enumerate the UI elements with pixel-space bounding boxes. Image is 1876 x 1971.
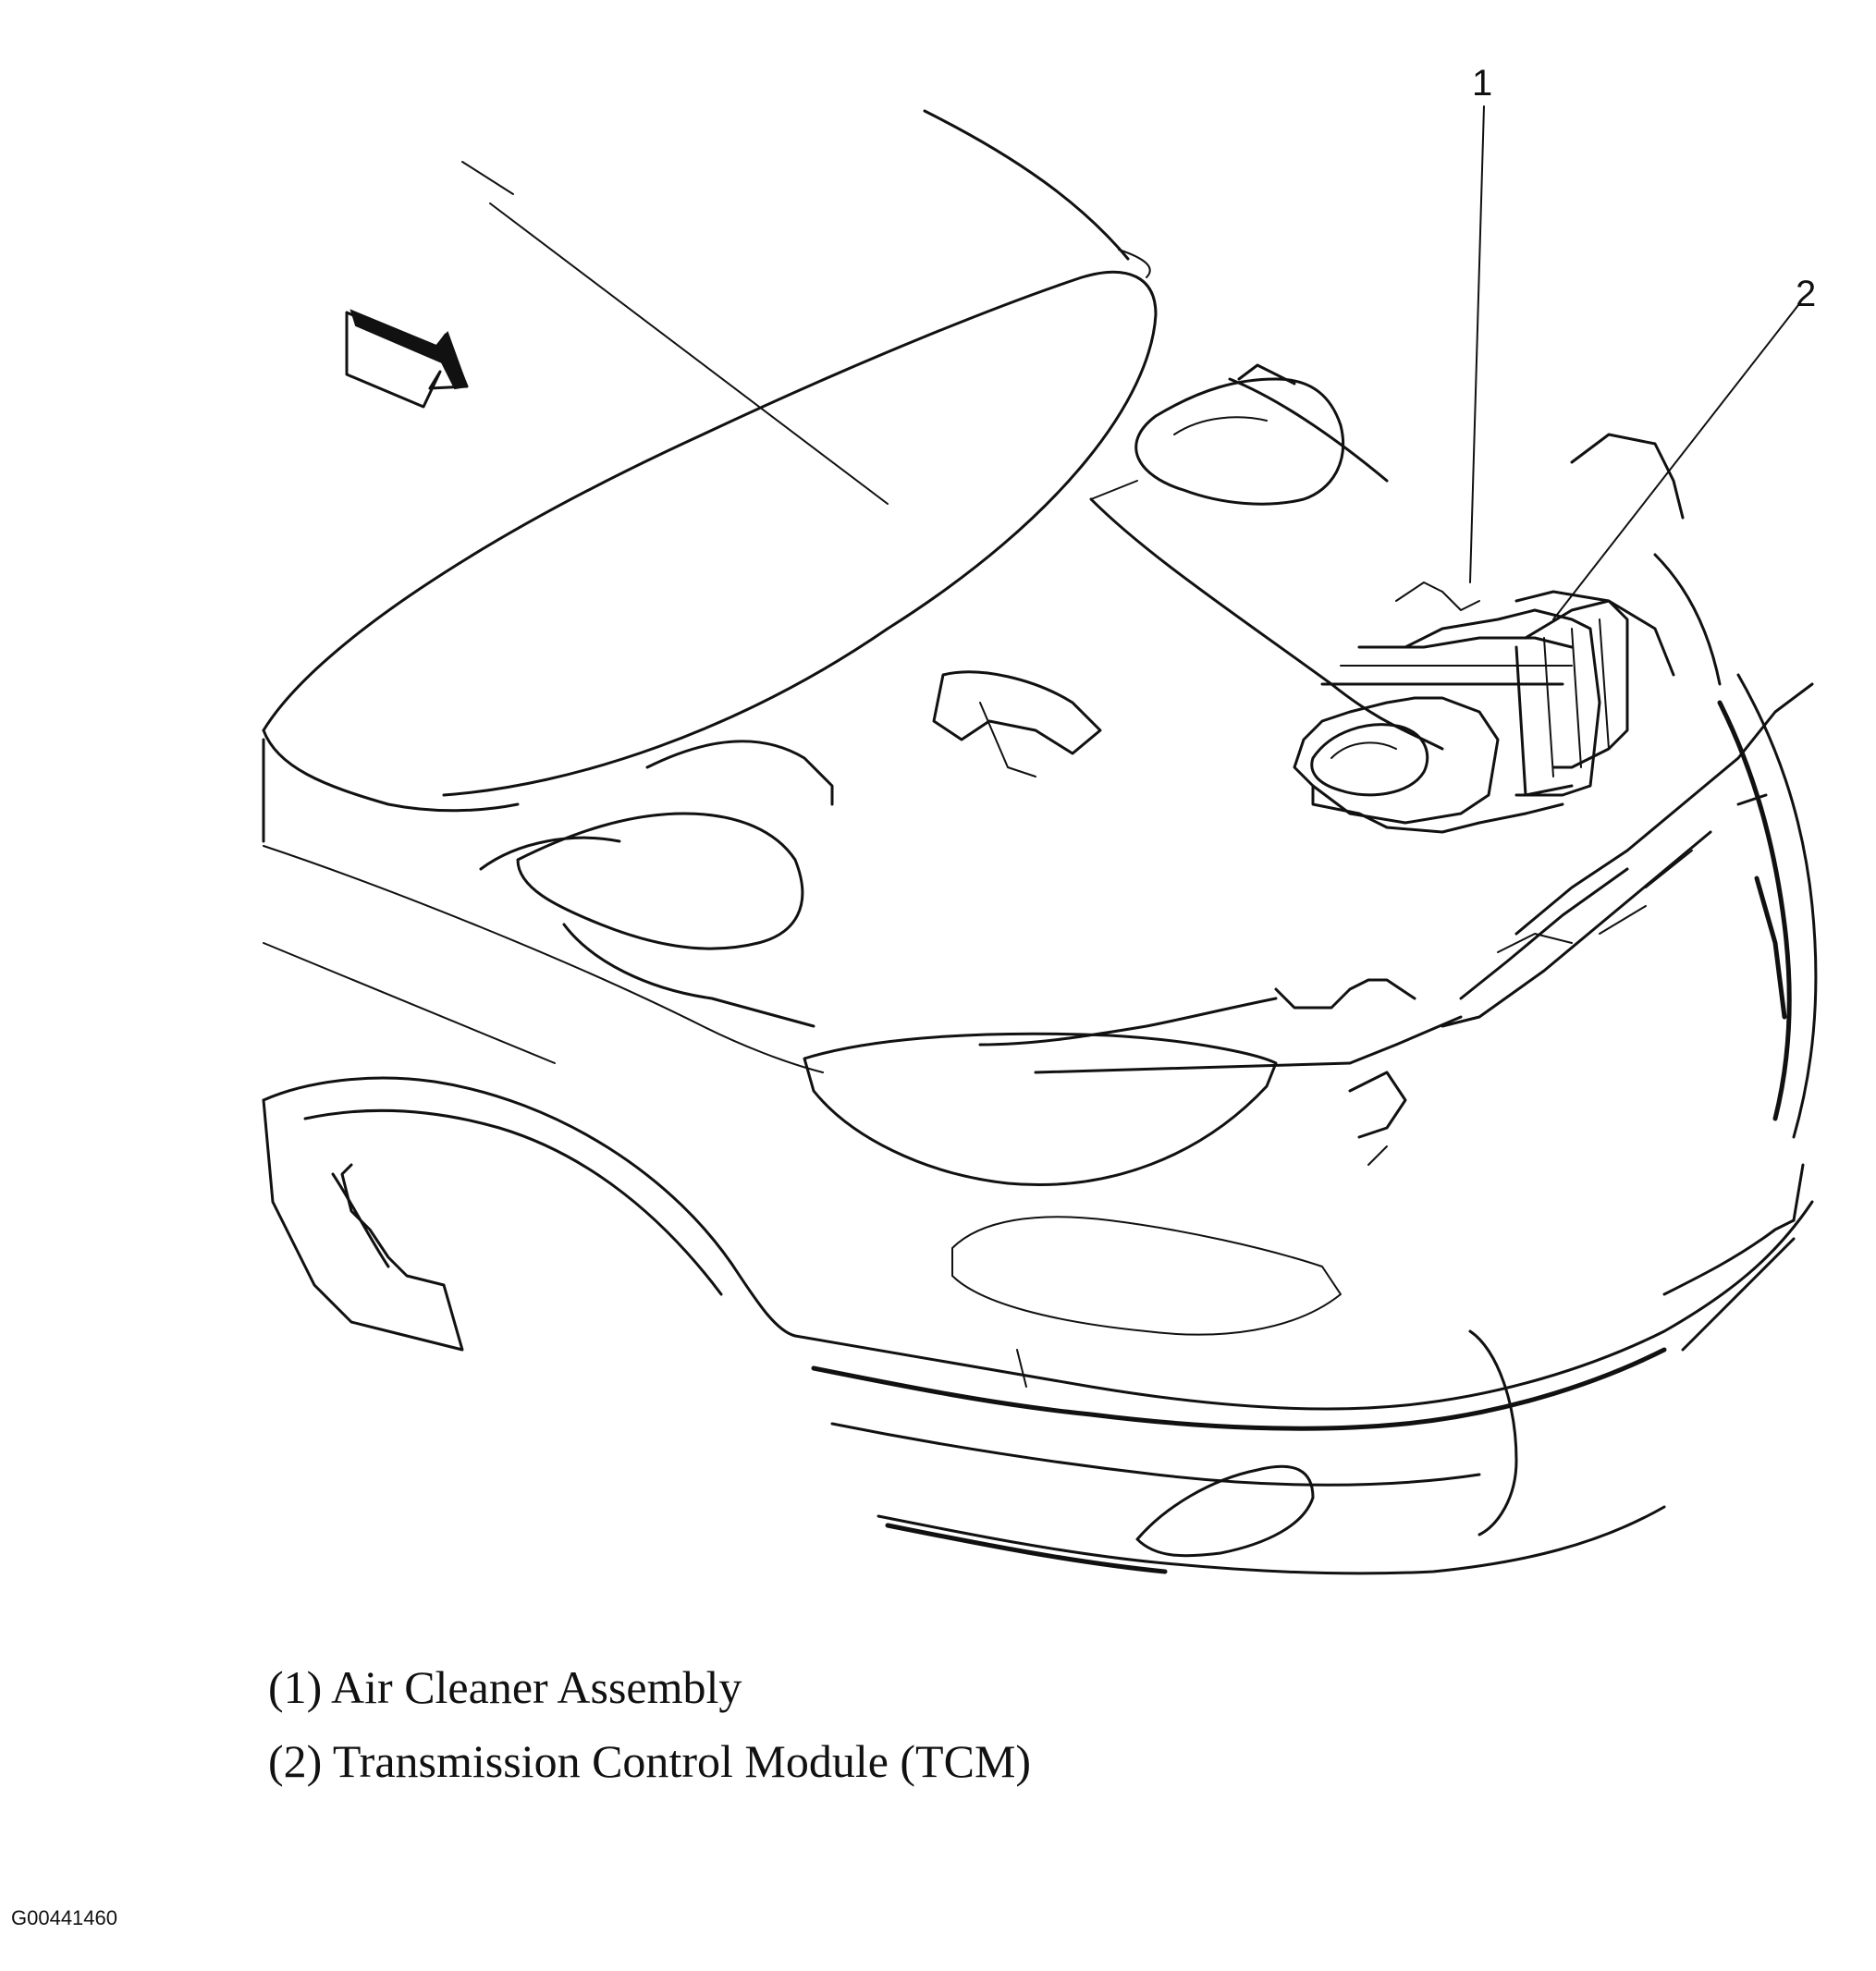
- legend-item-tcm: (2) Transmission Control Module (TCM): [268, 1735, 1032, 1787]
- radiator-support: [1441, 433, 1814, 1028]
- engine-compartment-illustration: [262, 105, 1818, 1575]
- callout-number-2: 2: [1796, 274, 1817, 314]
- air-cleaner-assembly: [1293, 582, 1601, 834]
- headlamp: [803, 1032, 1342, 1336]
- hood: [262, 109, 1158, 813]
- left-fender: [262, 738, 824, 1352]
- front-bumper-fascia: [793, 673, 1818, 1575]
- callout-leaders: [1469, 105, 1799, 620]
- engine-bay: [479, 363, 1463, 1074]
- legend-item-air-cleaner: (1) Air Cleaner Assembly: [268, 1661, 742, 1713]
- figure-code: G00441460: [11, 1906, 117, 1929]
- forward-direction-arrow-icon: [345, 309, 469, 409]
- transmission-control-module: [1514, 599, 1629, 797]
- callout-number-1: 1: [1472, 63, 1493, 104]
